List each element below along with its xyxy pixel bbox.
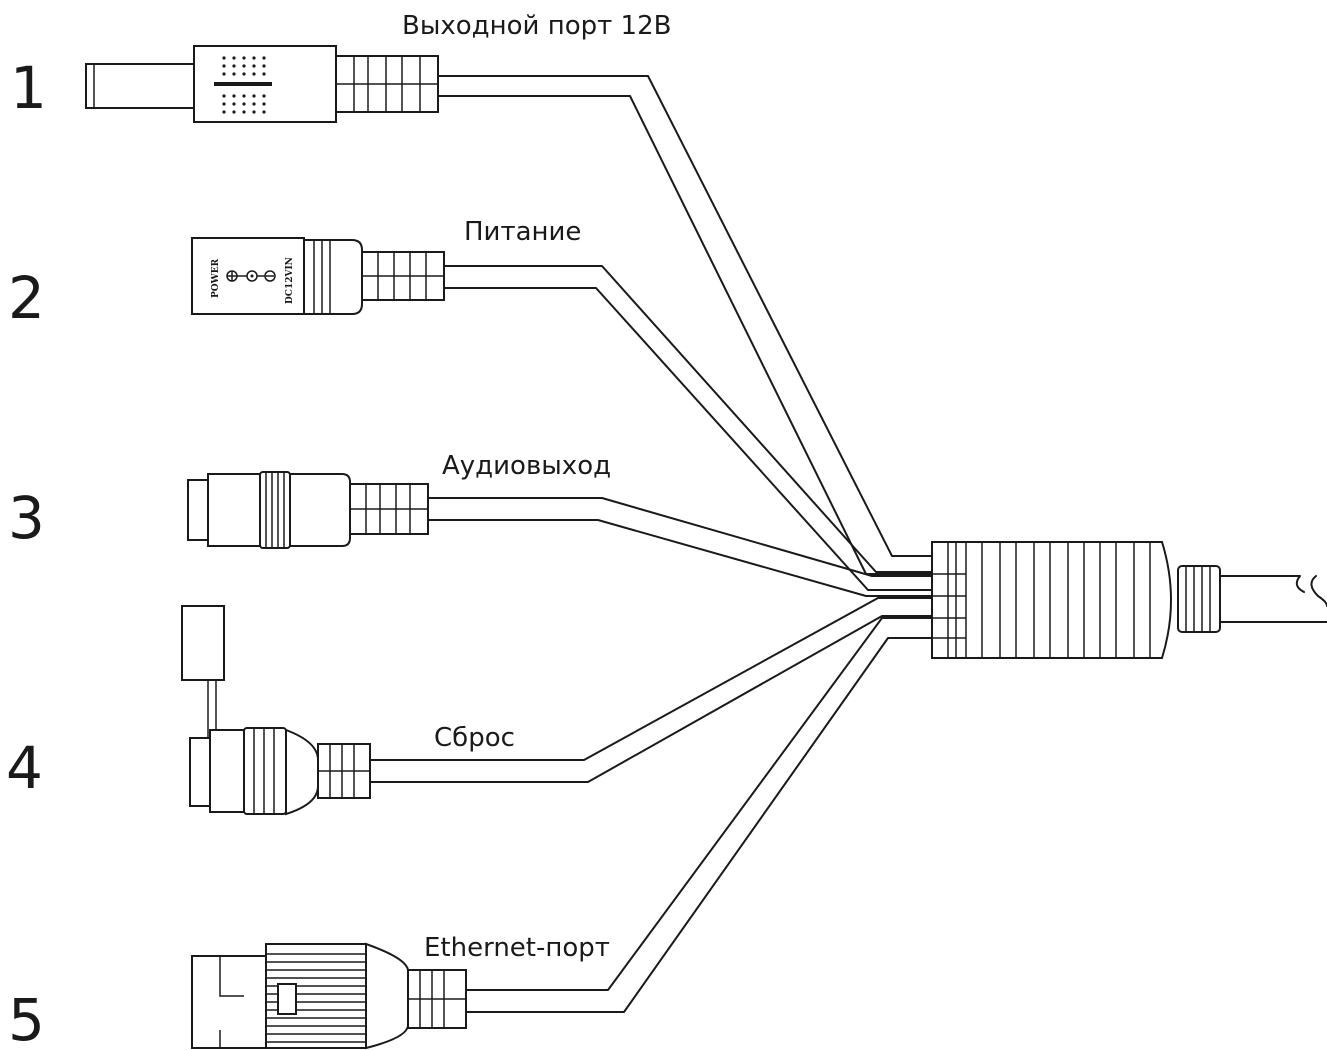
- reset-button-connector-icon: [181, 605, 371, 816]
- cable-hub-icon: [931, 541, 1327, 659]
- power-marking: POWER: [211, 258, 221, 298]
- dc-plug-icon: [85, 45, 439, 123]
- connector-label-2: Питание: [464, 217, 581, 247]
- connector-2: POWER DC12VIN 2 Питание: [8, 217, 581, 332]
- connector-label-3: Аудиовыход: [442, 451, 611, 481]
- dc12vin-marking: DC12VIN: [285, 257, 295, 304]
- connector-5: 5 Ethernet-порт: [8, 933, 610, 1050]
- vent-dots: [222, 56, 266, 114]
- connector-number-4: 4: [6, 734, 43, 802]
- connector-number-1: 1: [10, 54, 47, 122]
- connector-label-4: Сброс: [434, 723, 515, 753]
- cable-3: [427, 497, 933, 597]
- connector-number-2: 2: [8, 264, 45, 332]
- cable-4: [369, 597, 933, 783]
- connector-number-3: 3: [8, 484, 45, 552]
- connector-4: 4 Сброс: [6, 605, 515, 816]
- rca-jack-icon: [187, 471, 429, 549]
- cable-1: [436, 75, 933, 575]
- connector-3: 3 Аудиовыход: [8, 451, 611, 552]
- dc-jack-icon: POWER DC12VIN: [191, 237, 445, 315]
- connector-1: 1 Выходной порт 12В: [10, 11, 671, 123]
- connector-label-5: Ethernet-порт: [424, 933, 610, 963]
- connector-label-1: Выходной порт 12В: [402, 11, 671, 41]
- cables: [369, 75, 933, 1013]
- cable-5: [464, 617, 933, 1013]
- cable-2: [442, 265, 933, 591]
- connector-number-5: 5: [8, 986, 45, 1050]
- rj45-jack-icon: [191, 942, 467, 1050]
